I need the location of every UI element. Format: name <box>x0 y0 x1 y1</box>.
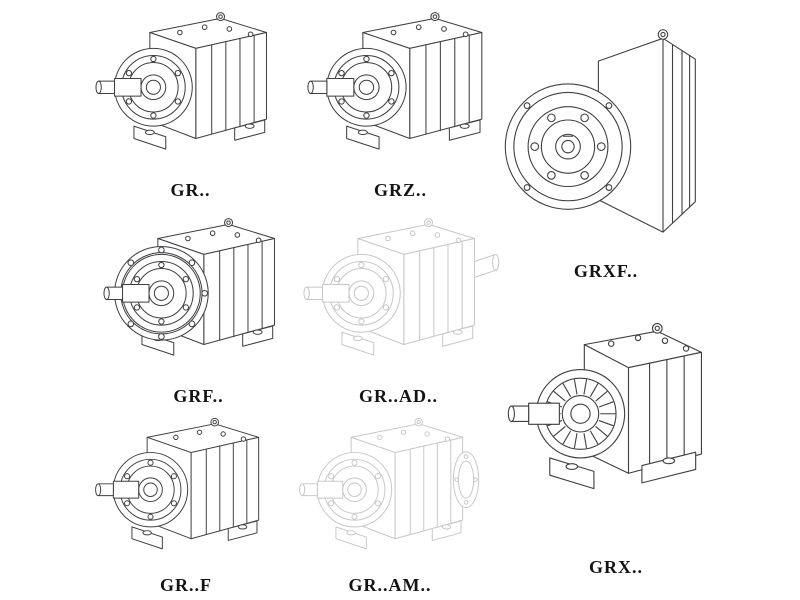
figure-label-grxf: GRXF.. <box>573 261 639 281</box>
figure-label-gr: GR.. <box>170 179 211 200</box>
figure-label-gr-f: GR..F <box>160 574 212 595</box>
gearbox-figure-gr-am: GR..AM.. <box>292 412 488 596</box>
gearbox-drawing-gr <box>88 6 293 174</box>
gearbox-drawing-grz <box>298 6 503 174</box>
gearbox-drawing-grxf <box>504 29 696 233</box>
gearbox-figure-grz: GRZ.. <box>298 6 503 201</box>
figure-label-grf: GRF.. <box>173 385 224 406</box>
gearbox-figure-gr-ad: GR..AD.. <box>296 212 501 407</box>
figure-label-grz: GRZ.. <box>373 179 427 200</box>
gearbox-drawing-gr-ad <box>296 212 501 380</box>
gearbox-drawing-gr-am <box>292 412 488 573</box>
figure-label-gr-ad: GR..AD.. <box>359 385 438 406</box>
gearbox-figure-grf: GRF.. <box>96 212 301 407</box>
gearbox-drawing-grx <box>507 322 702 490</box>
gearbox-figure-grxf: GRXF.. <box>492 6 720 282</box>
gearbox-figure-gr-f: GR..F <box>88 412 284 596</box>
gearbox-drawing-gr-f <box>88 412 284 573</box>
figure-label-gr-am: GR..AM.. <box>348 574 432 595</box>
figure-label-grx: GRX.. <box>589 556 643 577</box>
gearbox-figure-gr: GR.. <box>88 6 293 201</box>
gearbox-figure-grx: GRX.. <box>496 312 736 578</box>
gearbox-drawing-grf <box>96 212 301 380</box>
